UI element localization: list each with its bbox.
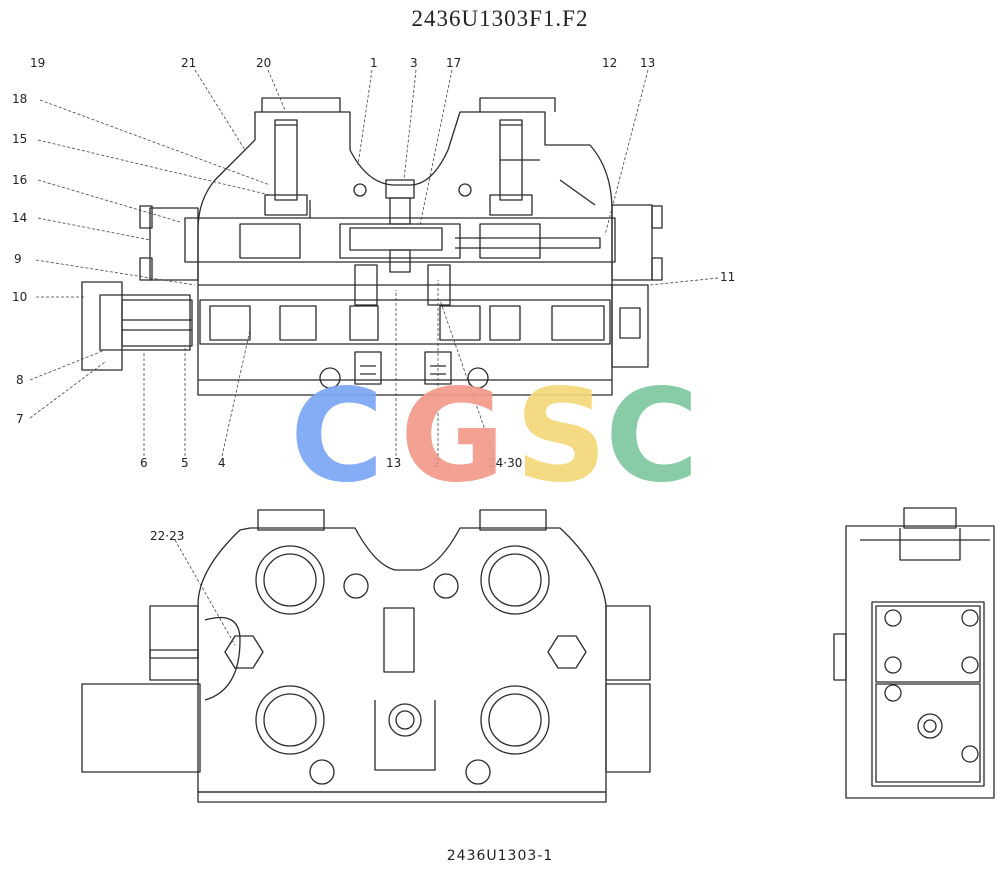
watermark-cgsc: C G S C [290,362,699,511]
callout-20: 20 [256,56,271,70]
callout-22-23: 22·23 [150,529,184,543]
callout-3: 3 [410,56,418,70]
callout-11: 11 [720,270,735,284]
section-view [81,97,663,396]
watermark-letter-g: G [400,362,505,511]
callout-18: 18 [12,92,27,106]
callout-17: 17 [446,56,461,70]
callout-13-top: 13 [640,56,655,70]
callout-2: 2 [433,456,441,470]
callout-13-bottom: 13 [386,456,401,470]
callout-10: 10 [12,290,27,304]
leader-lines [29,69,719,646]
side-view [833,507,995,799]
callout-8: 8 [16,373,24,387]
watermark-letter-s: S [515,362,607,511]
callout-1: 1 [370,56,378,70]
drawing-code: 2436U1303-1 [446,848,554,864]
callout-24-30: 24·30 [488,456,522,470]
callout-21: 21 [181,56,196,70]
front-view [81,509,651,803]
drawing-title: 2436U1303F1.F2 [411,6,589,31]
callout-14: 14 [12,211,27,225]
callout-7: 7 [16,412,24,426]
callout-4: 4 [218,456,226,470]
callout-15: 15 [12,132,27,146]
callout-5: 5 [181,456,189,470]
callout-6: 6 [140,456,148,470]
watermark-letter-c2: C [605,362,699,511]
callout-12: 12 [602,56,617,70]
callout-19: 19 [30,56,45,70]
callout-16: 16 [12,173,27,187]
callout-labels: 19 21 20 1 3 17 12 13 18 15 16 14 9 10 1… [12,56,735,543]
callout-9: 9 [14,252,22,266]
watermark-letter-c1: C [290,362,384,511]
